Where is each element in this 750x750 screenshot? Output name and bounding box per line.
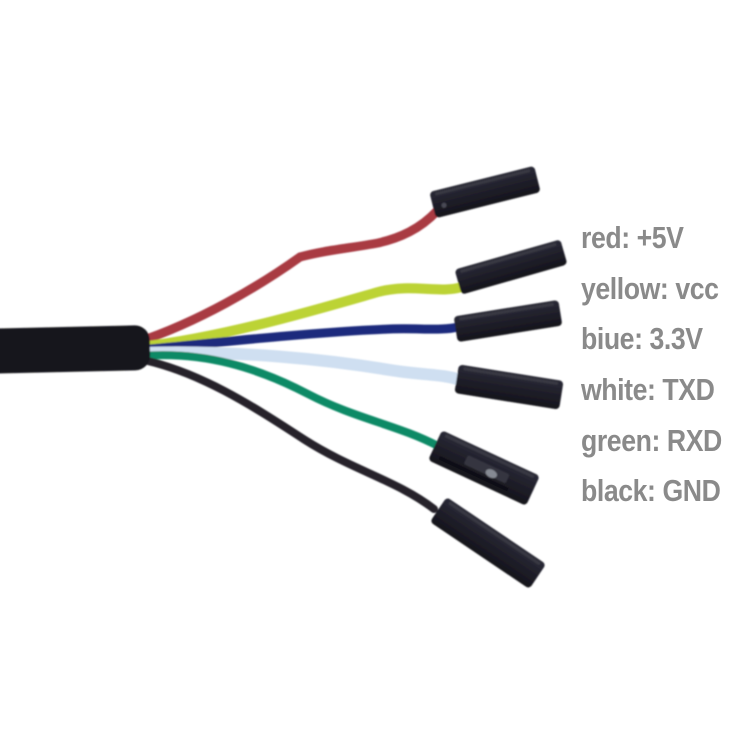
legend-yellow-label: yellow: vcc bbox=[581, 270, 719, 306]
connector-sheen-red bbox=[434, 169, 531, 196]
connector-body-yellow bbox=[455, 240, 567, 294]
wire-black bbox=[135, 355, 438, 513]
wire-blue bbox=[136, 322, 463, 355]
connector-sheen-black bbox=[448, 502, 541, 565]
connector-body-white bbox=[454, 364, 564, 410]
wire-red bbox=[133, 206, 442, 347]
connector-green bbox=[429, 431, 539, 505]
connector-sheen-blue bbox=[459, 302, 554, 321]
connector-yellow bbox=[455, 240, 567, 294]
wire-function-legend: red: +5V yellow: vcc biue: 3.3V white: T… bbox=[581, 213, 745, 517]
connector-sheen-white bbox=[463, 367, 559, 385]
wire-white bbox=[135, 346, 466, 386]
cable-sheath bbox=[0, 325, 151, 374]
legend-red-label: red: +5V bbox=[581, 220, 684, 255]
connector-pinhole-red bbox=[441, 202, 447, 208]
legend-black-label: black: GND bbox=[581, 473, 721, 509]
photo-elements bbox=[0, 166, 567, 588]
connector-sheen-yellow bbox=[460, 242, 557, 273]
connector-black bbox=[431, 498, 545, 588]
connector-body-black bbox=[431, 498, 545, 588]
legend-blue-label: biue: 3.3V bbox=[581, 321, 703, 357]
connector-blue bbox=[454, 300, 562, 342]
connector-body-red bbox=[430, 166, 540, 218]
wire-green bbox=[137, 351, 442, 450]
connector-contact-green bbox=[485, 469, 498, 479]
connector-white bbox=[454, 364, 564, 410]
connector-sheen-green bbox=[444, 434, 535, 478]
legend-green-label: green: RXD bbox=[581, 422, 722, 458]
connector-latch-green bbox=[464, 455, 510, 483]
connector-body-blue bbox=[454, 300, 562, 342]
legend-white-label: white: TXD bbox=[581, 372, 715, 408]
connector-red bbox=[430, 166, 540, 218]
connector-groove-green bbox=[438, 455, 509, 492]
wire-yellow bbox=[135, 282, 467, 352]
